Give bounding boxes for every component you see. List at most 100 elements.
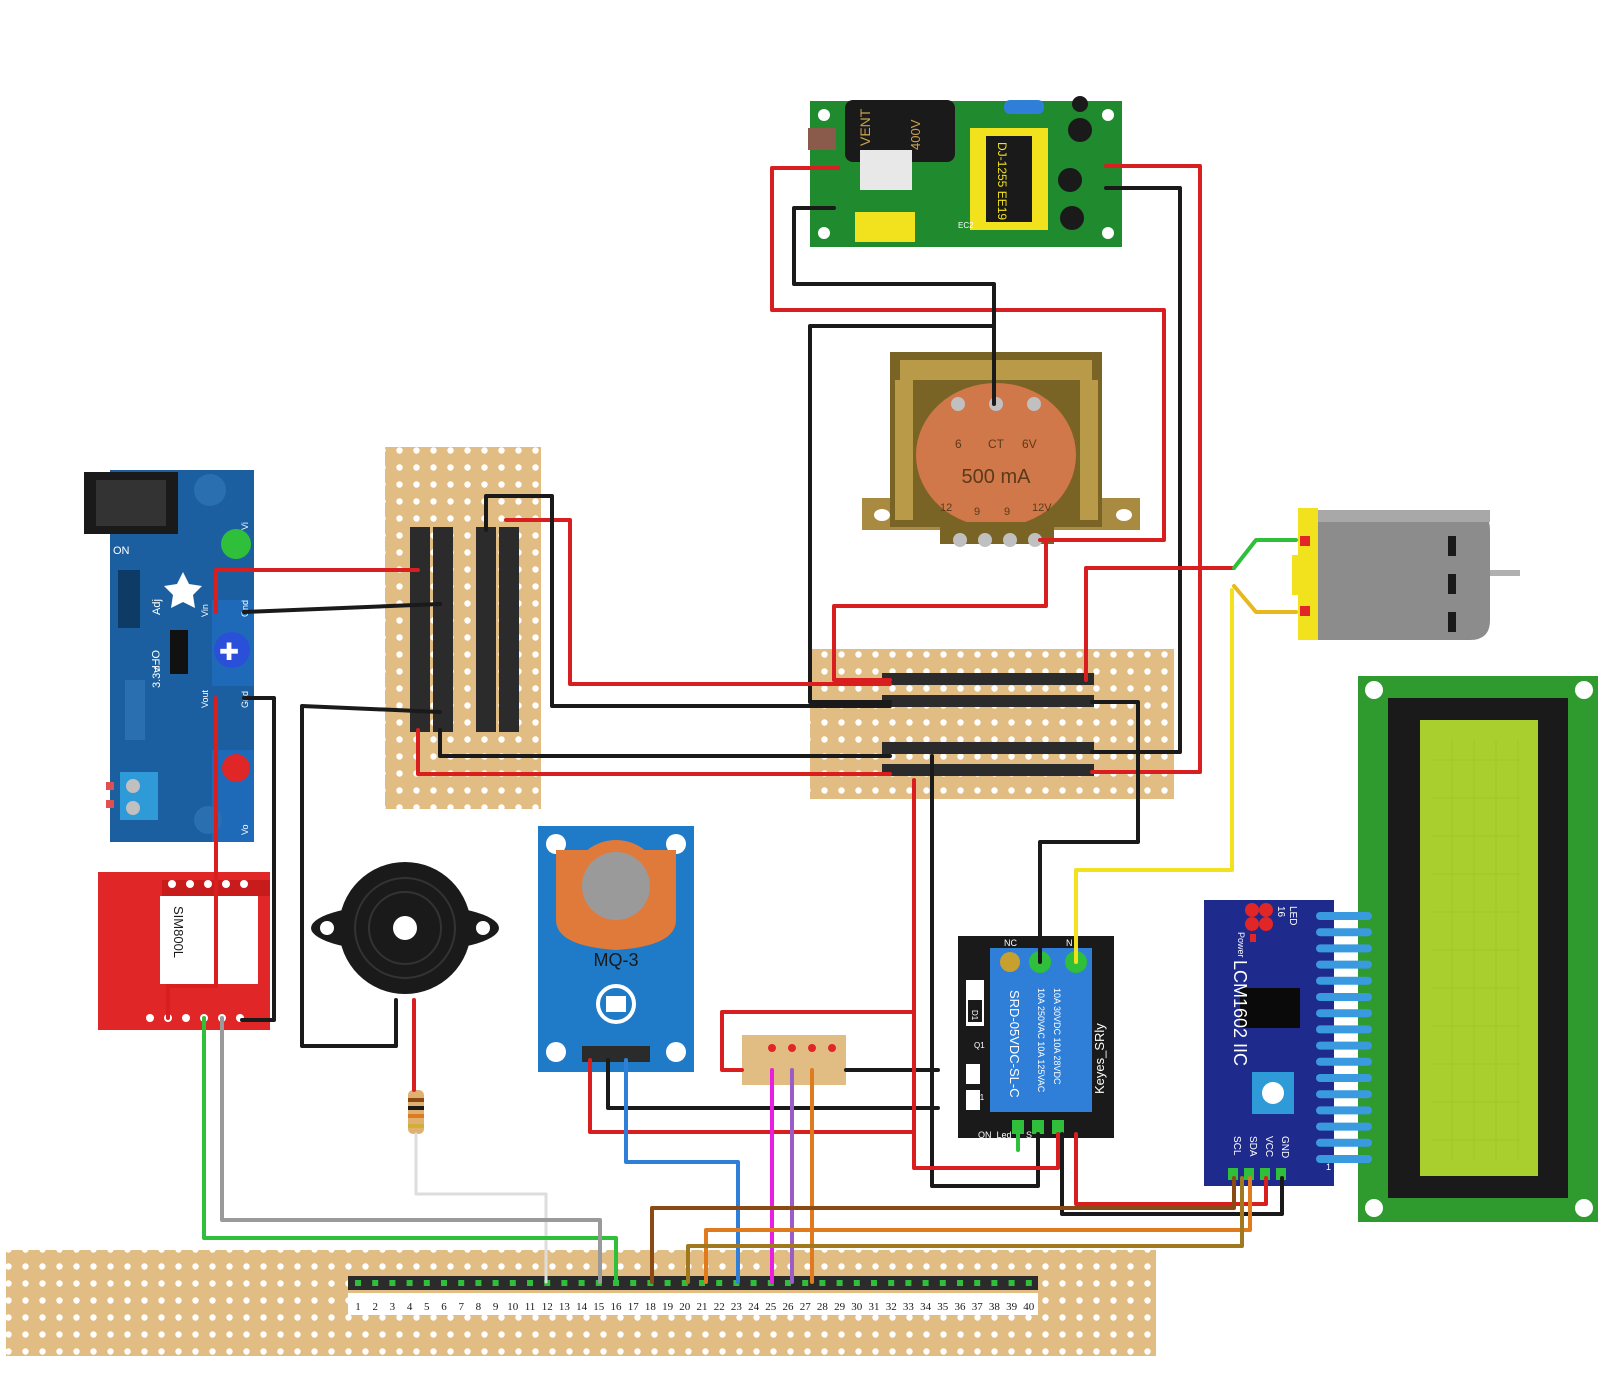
header-pin-number: 5	[424, 1301, 430, 1313]
pm-gnd-label: Gnd	[240, 600, 250, 617]
header-pin	[699, 1280, 705, 1286]
lcm-pin	[1316, 912, 1372, 920]
relay-q1-label: Q1	[974, 1041, 985, 1050]
lcm-sda-label: SDA	[1247, 1136, 1258, 1157]
header-pin-number: 29	[834, 1301, 846, 1313]
wire-red	[416, 728, 892, 776]
lcm-pin	[1316, 1155, 1372, 1163]
sim800l-label: SIM800L	[171, 906, 186, 958]
lcd-16x2-icon	[1358, 676, 1598, 1222]
lcm-pin	[1316, 1090, 1372, 1099]
header-pin-number: 38	[989, 1301, 1001, 1313]
header-pin	[578, 1280, 585, 1286]
tap-6v-label: 6V	[1022, 437, 1037, 451]
wire-olive	[686, 1176, 1244, 1284]
relay-no-label: N	[1066, 938, 1073, 948]
header-pin	[681, 1280, 688, 1286]
header-strip	[348, 1276, 1038, 1290]
lcm-gnd-label: GND	[1279, 1136, 1290, 1158]
header-pin-number: 12	[542, 1301, 553, 1313]
wire-brown	[650, 1176, 1236, 1284]
relay-nc-label: NC	[1004, 938, 1017, 948]
smps-cap-label: 400V	[908, 119, 923, 150]
header-pin-number: 37	[972, 1301, 984, 1313]
header-pin-number: 20	[679, 1301, 691, 1313]
header-pin-number: 4	[407, 1301, 413, 1313]
buzzer-icon	[311, 862, 499, 994]
lcm-pin	[1316, 993, 1372, 1001]
i2c-adapter-icon: LED 16 Power LCM1602 IIC GND VCC SDA SCL…	[1204, 900, 1372, 1186]
relay-brand-label: Keyes_SRly	[1092, 1023, 1107, 1094]
header-pin-number: 11	[525, 1301, 536, 1313]
tap-9b-label: 9	[1004, 506, 1010, 518]
header-pin-number: 10	[507, 1301, 519, 1313]
pm-3v3-label: 3.3v	[151, 667, 163, 688]
wire-yellow	[1074, 588, 1234, 964]
header-pin	[802, 1280, 809, 1286]
relay-rating1-label: 10A 250VAC 10A 125VAC	[1036, 988, 1046, 1093]
header-pin-number: 16	[611, 1301, 623, 1313]
dc-dc-converter-icon: ✚ ON OFF Adj 3.3v Vin Gnd Vout Gnd Vi Vo	[84, 470, 254, 842]
lcm-pin	[1316, 944, 1372, 953]
wire-black	[930, 754, 1040, 1188]
header-pin-number: 31	[869, 1301, 880, 1313]
header-pin-number: 35	[937, 1301, 949, 1313]
capacitor-icon	[845, 100, 955, 162]
header-pin-number: 15	[593, 1301, 605, 1313]
lcm-pin	[1316, 1106, 1372, 1115]
wires	[166, 164, 1298, 1284]
tap-ct-label: CT	[988, 437, 1005, 451]
header-pin	[441, 1280, 447, 1286]
wire-black	[1060, 1132, 1284, 1216]
star-logo-icon	[164, 572, 202, 608]
strip-4	[499, 527, 519, 732]
pm-vo-label: Vo	[240, 824, 250, 835]
header-pin-number: 34	[920, 1301, 932, 1313]
strip-2	[433, 527, 453, 732]
smps-icon: VENT 400V DJ-1255 EE19 EC2	[808, 96, 1122, 247]
lcm-vcc-label: VCC	[1263, 1136, 1274, 1157]
header-pin-number: 28	[817, 1301, 829, 1313]
header-pin	[561, 1280, 568, 1286]
header-pin	[957, 1280, 963, 1286]
lcm-pin	[1316, 976, 1372, 985]
header-pin	[389, 1280, 396, 1286]
lcm-pin	[1316, 1025, 1372, 1034]
mq3-label: MQ-3	[594, 950, 639, 970]
relay-rating2-label: 10A 30VDC 10A 28VDC	[1052, 988, 1062, 1085]
wire-red	[504, 518, 892, 686]
header-pin	[939, 1280, 946, 1286]
pm-on-label: ON	[113, 545, 130, 557]
relay-s-label: S	[1026, 1130, 1032, 1140]
header-pin-number: 32	[886, 1301, 897, 1313]
header-pin-number: 14	[576, 1301, 588, 1313]
wire-black	[606, 1058, 940, 1110]
lcm-power-label: Power	[1236, 932, 1246, 958]
header-pin	[458, 1280, 465, 1286]
header-pin	[372, 1280, 379, 1286]
smps-vent-label: VENT	[857, 108, 873, 146]
on-off-switch[interactable]	[118, 570, 140, 628]
header-pin	[423, 1280, 430, 1286]
pm-vin-label: Vin	[200, 604, 210, 617]
stripboard-small	[385, 447, 541, 809]
tap-6-label: 6	[955, 437, 962, 451]
header-pin-number: 7	[458, 1301, 464, 1313]
relay-onled-label: ON_Led	[978, 1130, 1012, 1140]
header-pin	[664, 1280, 671, 1286]
adj-potentiometer[interactable]	[214, 632, 250, 668]
transformer-icon: 6 CT 6V 500 mA 12 9 9 12V	[862, 352, 1140, 547]
header-pin	[819, 1280, 826, 1286]
lcm-pin	[1316, 960, 1372, 969]
header-pin	[527, 1280, 533, 1286]
tap-9a-label: 9	[974, 506, 980, 518]
tap-12v-label: 12V	[1032, 502, 1052, 514]
header-pin-number: 30	[851, 1301, 863, 1313]
power-led-icon	[221, 529, 251, 559]
wire-red	[214, 568, 420, 614]
header-pin	[785, 1280, 791, 1286]
lcm-pin	[1316, 1122, 1372, 1131]
lcm-header-pins	[1316, 912, 1372, 1163]
header-pin	[922, 1280, 929, 1286]
lcm-pin	[1316, 1009, 1372, 1018]
